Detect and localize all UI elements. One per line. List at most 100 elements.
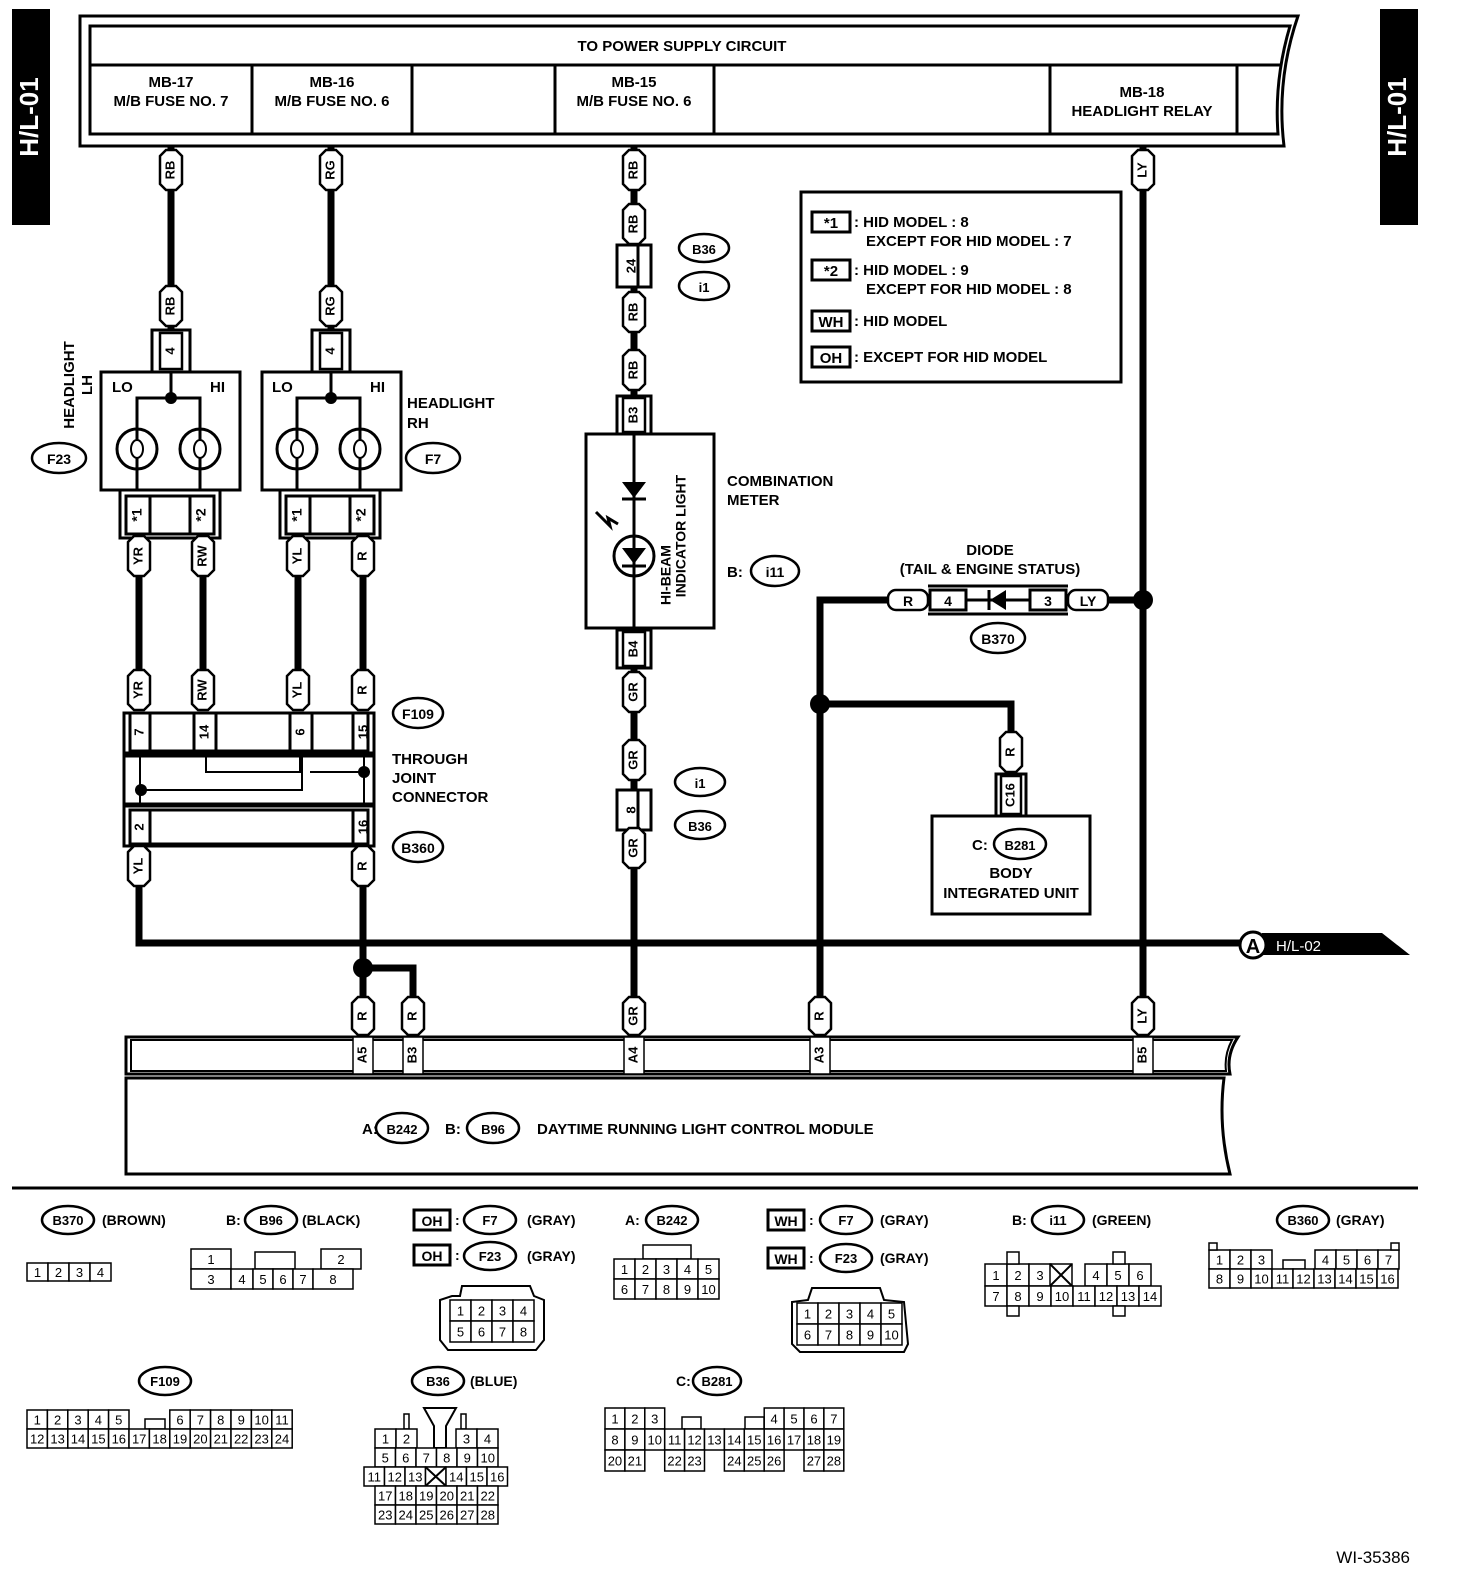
pin-number: 15 [747, 1433, 761, 1448]
pin-number: 18 [152, 1432, 166, 1447]
headlight-lh: 4 LO HI HEADLIGHT LH F23 *1 *2 [30, 328, 242, 540]
wire-color-label: R [1002, 747, 1017, 757]
drl-control-module: A: B242 B: B96 DAYTIME RUNNING LIGHT CON… [124, 1035, 1241, 1176]
offpage-connector-a: A H/L-02 [1238, 930, 1410, 960]
connector-label: B: [226, 1212, 241, 1228]
splice-point [353, 958, 373, 978]
pin-number: 5 [457, 1325, 464, 1340]
pin-number: 27 [807, 1454, 821, 1469]
pin-number: 14 [1338, 1272, 1352, 1287]
pin-number: 23 [378, 1508, 392, 1523]
diode-pin-left: 4 [944, 593, 952, 609]
pin-number: 3 [74, 1413, 81, 1428]
pin-number: 10 [481, 1451, 495, 1466]
pin-number: 8 [520, 1325, 527, 1340]
pin-number: 1 [992, 1268, 999, 1283]
wire-color-label: YL [289, 682, 304, 699]
key-tab [254, 1251, 296, 1270]
connector-label: : [809, 1250, 814, 1266]
joint-upper-pin: 6 [292, 728, 307, 735]
headlight-lh-label-2: LH [79, 375, 96, 395]
wire-color-label: R [354, 685, 369, 695]
legend-key-wh: WH [819, 314, 844, 331]
key-tab [1208, 1242, 1218, 1251]
power-supply-title: TO POWER SUPPLY CIRCUIT [578, 38, 787, 55]
legend-key-star1: *1 [824, 215, 838, 232]
pin-number: 11 [1276, 1272, 1290, 1287]
pin-number: 5 [259, 1272, 266, 1287]
rh-pin-hi: *2 [353, 508, 369, 521]
drl-pin-label: B5 [1134, 1047, 1149, 1064]
pin-number: 1 [34, 1413, 41, 1428]
connector-label: : [455, 1247, 460, 1263]
key-tab [144, 1418, 166, 1430]
pin-number: 8 [846, 1328, 853, 1343]
connector-i11-id: i11 [766, 564, 785, 580]
pin-number: 1 [804, 1307, 811, 1322]
legend-star1-line1: : HID MODEL : 8 [854, 214, 969, 231]
pin-number: 2 [825, 1307, 832, 1322]
pin-number: 7 [830, 1412, 837, 1427]
pin-number: 2 [642, 1262, 649, 1277]
connector-badge [137, 1365, 193, 1397]
connector-label: A: [625, 1212, 640, 1228]
connector-b281-id: B281 [1004, 838, 1035, 853]
pin-cell [683, 1449, 706, 1472]
wire-color-label: YL [130, 858, 145, 875]
relay-mb18-name: HEADLIGHT RELAY [1071, 103, 1212, 120]
pin-number: 10 [884, 1328, 898, 1343]
connector-id: F109 [150, 1374, 180, 1389]
wire-color-label: RB [625, 361, 640, 380]
pin-cell [763, 1449, 785, 1472]
pin-number: 11 [1077, 1289, 1091, 1304]
fuse-mb15-name: M/B FUSE NO. 6 [576, 93, 691, 110]
legend-star2-line2: EXCEPT FOR HID MODEL : 8 [866, 281, 1072, 298]
pin-number: 7 [499, 1325, 506, 1340]
pin-number: 7 [992, 1289, 999, 1304]
wire-tag: R [350, 844, 376, 888]
connector-f109-id: F109 [402, 706, 434, 722]
connector-label: WH [774, 1213, 797, 1229]
pin-number: 23 [254, 1432, 268, 1447]
drl-pin-label: A4 [625, 1046, 640, 1063]
pin-cell [880, 1323, 903, 1346]
pin-number: 2 [1014, 1268, 1021, 1283]
key-tab [1112, 1305, 1126, 1317]
diode-symbol-icon [990, 590, 1006, 610]
legend-box: *1 : HID MODEL : 8 EXCEPT FOR HID MODEL … [799, 190, 1123, 384]
pin-number: 28 [827, 1454, 841, 1469]
fuse-mb15-code: MB-15 [611, 74, 656, 91]
rh-pin-top: 4 [322, 347, 337, 355]
blank-pin-icon [424, 1466, 447, 1487]
key-tab [744, 1416, 765, 1430]
joint-upper-conn-b: i1 [699, 280, 710, 295]
rh-pin-lo: *1 [289, 508, 305, 521]
pin-number: 5 [115, 1413, 122, 1428]
diode-wire-left: R [903, 593, 913, 609]
pin-number: 11 [275, 1413, 289, 1428]
pin-number: 4 [520, 1304, 527, 1319]
diode-label-1: DIODE [966, 542, 1014, 559]
meter-joint-lower-pin: 8 [623, 806, 638, 813]
wire-tag: RB [621, 290, 647, 334]
connector-label: WH [774, 1251, 797, 1267]
diode-pin-right: 3 [1044, 593, 1052, 609]
pin-number: 8 [217, 1413, 224, 1428]
connector-housing [791, 1287, 910, 1353]
wire-tag: R [400, 995, 426, 1037]
wire-tag: R [998, 730, 1024, 774]
offpage-ref-link[interactable]: H/L-02 [1276, 938, 1321, 955]
wire-tag: RG [318, 284, 344, 328]
pin-number: 23 [687, 1454, 701, 1469]
pin-number: 5 [382, 1451, 389, 1466]
lh-hi-label: HI [210, 379, 225, 396]
power-supply-block: TO POWER SUPPLY CIRCUIT MB-17 M/B FUSE N… [78, 14, 1301, 148]
pin-number: 17 [132, 1432, 146, 1447]
pin-number: 7 [423, 1451, 430, 1466]
pin-number: 4 [1092, 1268, 1099, 1283]
pin-number: 4 [238, 1272, 245, 1287]
key-tab [1282, 1259, 1306, 1270]
wh-tag [766, 1246, 806, 1270]
